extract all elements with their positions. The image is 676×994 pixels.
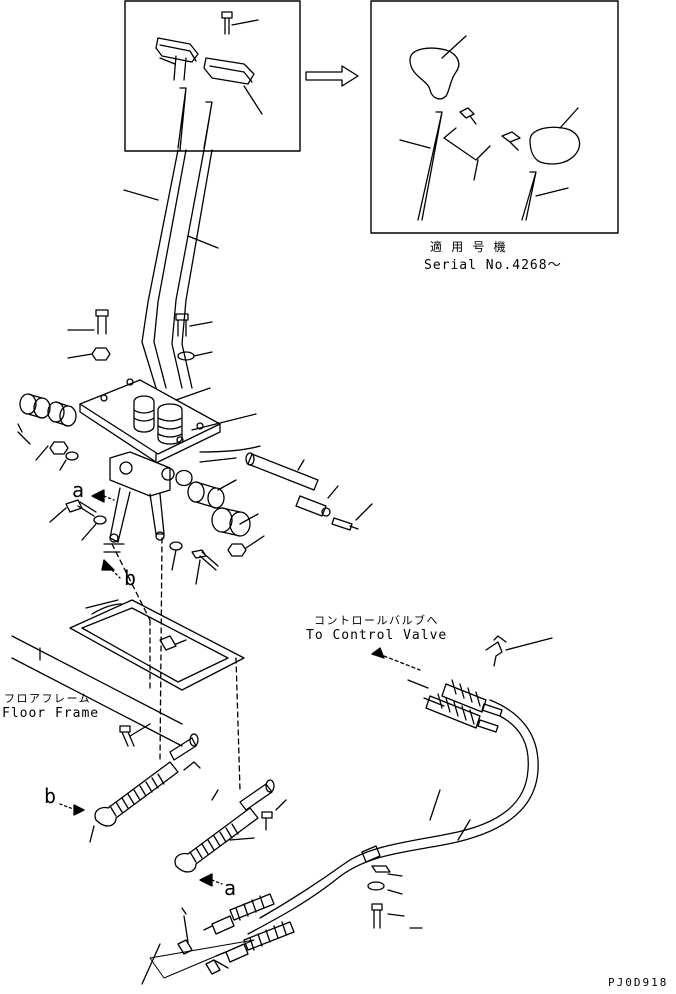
alignment-lines xyxy=(111,537,241,791)
boot-cover-plate xyxy=(69,599,245,691)
lower-right-spring-link xyxy=(174,779,287,873)
drawing-code: PJ0D918 xyxy=(608,976,669,989)
to-valve-arrow xyxy=(371,647,421,671)
reference-label-a-lower: a xyxy=(224,876,238,900)
right-outline-arrow-icon xyxy=(305,65,359,87)
cross-shaft xyxy=(199,445,373,531)
reference-arrow-b-upper xyxy=(101,559,121,579)
inset-caption-serial: Serial No.4268～ xyxy=(424,258,562,273)
to-control-valve-jp-label: コントロールバルブへ xyxy=(314,614,439,627)
reference-label-b-lower: b xyxy=(44,784,58,808)
cable-clamp xyxy=(361,845,423,929)
front-bolts xyxy=(49,499,219,585)
floor-frame-jp-label: フロアフレーム xyxy=(4,692,92,705)
reference-label-a-upper: a xyxy=(72,478,86,502)
right-bushings xyxy=(187,479,265,557)
serial-variant-inset-box xyxy=(370,0,619,234)
reference-arrow-b-lower xyxy=(59,803,85,816)
to-control-valve-label: To Control Valve xyxy=(306,628,448,643)
control-levers xyxy=(123,149,219,389)
cable-clip xyxy=(485,635,553,667)
floor-frame xyxy=(11,635,183,747)
lever-base-plate xyxy=(79,378,257,463)
upper-fasteners xyxy=(67,309,213,361)
inset-caption-jp: 適 用 号 機 xyxy=(430,240,507,254)
reference-label-b-upper: b xyxy=(124,566,138,590)
cable-end-fittings xyxy=(203,893,295,963)
bushings xyxy=(17,393,79,471)
lever-knob-detail-box xyxy=(124,0,301,152)
linkage-bracket xyxy=(109,451,237,543)
reference-arrow-a-lower xyxy=(199,873,223,887)
clevis-pins xyxy=(141,907,255,985)
control-cables xyxy=(247,679,539,935)
lower-left-spring-link xyxy=(89,723,201,843)
reference-arrow-a-upper xyxy=(91,489,115,503)
floor-frame-label: Floor Frame xyxy=(2,706,100,721)
